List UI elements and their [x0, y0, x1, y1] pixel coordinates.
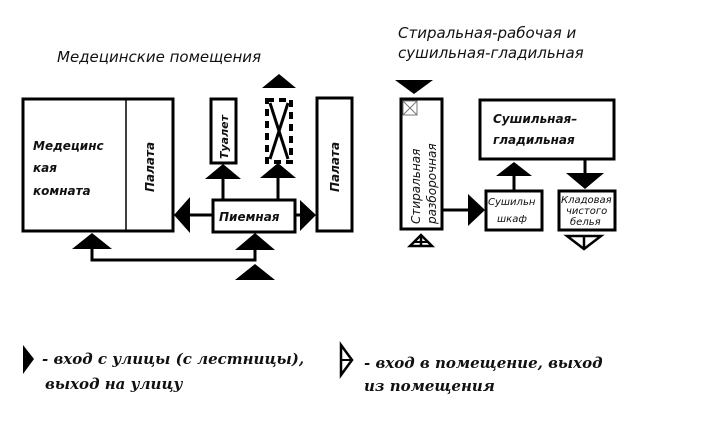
legend-street-entry-line-1: - вход с улицы (с лестницы),: [42, 350, 304, 368]
clean-linen-label-3: белья: [570, 216, 601, 228]
stairs-block: [262, 74, 296, 164]
drying-cabinet-label-1: Сушильн: [488, 197, 536, 208]
ward-1-label: Палата: [143, 142, 157, 192]
ward-2-label: Палата: [328, 142, 342, 192]
washing-room-block: Стиральная разборочная: [395, 80, 444, 248]
clean-linen-block: Кладовая чистого белья: [557, 189, 617, 251]
legend: - вход с улицы (с лестницы), выход на ул…: [23, 341, 603, 395]
legend-street-entry-icon: [23, 345, 34, 374]
room-entry-triangle-icon: [235, 233, 275, 250]
toilet-block: Туалет: [209, 97, 238, 165]
right-connections: [442, 159, 604, 226]
legend-street-entry-line-2: выход на улицу: [45, 375, 183, 393]
medical-room-label-3: комната: [33, 184, 91, 198]
room-entry-triangle-icon: [260, 163, 296, 178]
toilet-label: Туалет: [218, 114, 231, 159]
reception-label: Пиемная: [219, 210, 280, 224]
room-entry-triangle-icon: [566, 173, 604, 189]
medical-room-block: Медецинс кая комната Палата: [21, 97, 175, 233]
clean-linen-box: [557, 189, 617, 232]
street-entry-triangle-icon: [235, 264, 275, 280]
medical-room-label-1: Медецинс: [33, 139, 104, 153]
drying-cabinet-label-2: шкаф: [497, 214, 527, 225]
drying-ironing-label-1: Сушильная–: [493, 112, 577, 126]
medical-room-box: [21, 97, 175, 233]
drying-ironing-box: [478, 98, 616, 161]
room-entry-triangle-icon: [205, 164, 241, 179]
room-entry-triangle-icon: [496, 162, 532, 176]
ward-2-block: Палата: [315, 96, 354, 233]
stairs-cross-2: [268, 102, 290, 160]
left-connections: [72, 163, 316, 280]
street-entry-triangle-down-icon: [395, 80, 433, 94]
reception-block: Пиемная: [211, 198, 297, 234]
drying-cabinet-block: Сушильн шкаф: [484, 189, 544, 232]
washing-label-1: Стиральная: [409, 149, 423, 224]
laundry-title-line-1: Стиральная-рабочая и: [398, 24, 577, 42]
laundry-title-line-2: сушильная-гладильная: [398, 44, 584, 62]
room-entry-triangle-icon: [174, 197, 190, 233]
washing-label-2: разборочная: [425, 143, 439, 225]
drying-ironing-label-2: гладильная: [493, 133, 575, 147]
drying-cabinet-box: [484, 189, 544, 232]
clean-linen-label-2: чистого: [566, 206, 607, 217]
toilet-box: [209, 97, 238, 165]
street-entry-triangle-up-icon: [262, 74, 296, 88]
legend-room-entry-line-2: из помещения: [364, 377, 495, 395]
ward-2-box: [315, 96, 354, 233]
window-icon: [402, 100, 418, 116]
legend-room-entry-line-1: - вход в помещение, выход: [364, 354, 603, 372]
room-entry-triangle-icon: [300, 200, 316, 231]
medical-room-label-2: кая: [33, 161, 57, 175]
medical-rooms-title: Медецинские помещения: [57, 48, 261, 66]
room-entry-triangle-icon: [72, 233, 112, 249]
washing-room-box: [399, 97, 444, 231]
drying-ironing-block: Сушильная– гладильная: [478, 98, 616, 161]
room-entry-triangle-icon: [468, 194, 485, 226]
clean-linen-label-1: Кладовая: [561, 195, 612, 206]
